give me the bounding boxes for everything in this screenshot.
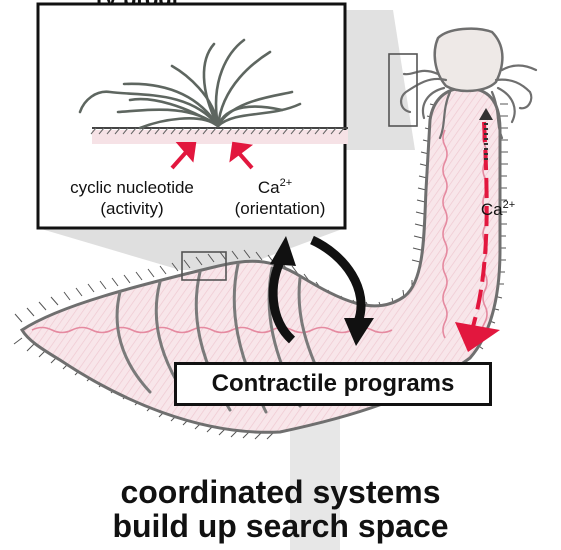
stalk-ca-label: Ca2+	[481, 199, 515, 219]
inset-label-cyclic-nucleotide: cyclic nucleotide	[70, 178, 194, 197]
inset-projection-cone	[38, 228, 345, 270]
bottom-title-line1: coordinated systems	[0, 474, 561, 510]
contractile-programs-label: Contractile programs	[174, 362, 492, 406]
bottom-title-line2: build up search space	[0, 508, 561, 544]
organism-head	[435, 29, 503, 91]
inset-label-activity: (activity)	[100, 199, 163, 218]
head-projection-cone	[345, 10, 415, 150]
inset-label-orientation: (orientation)	[235, 199, 326, 218]
